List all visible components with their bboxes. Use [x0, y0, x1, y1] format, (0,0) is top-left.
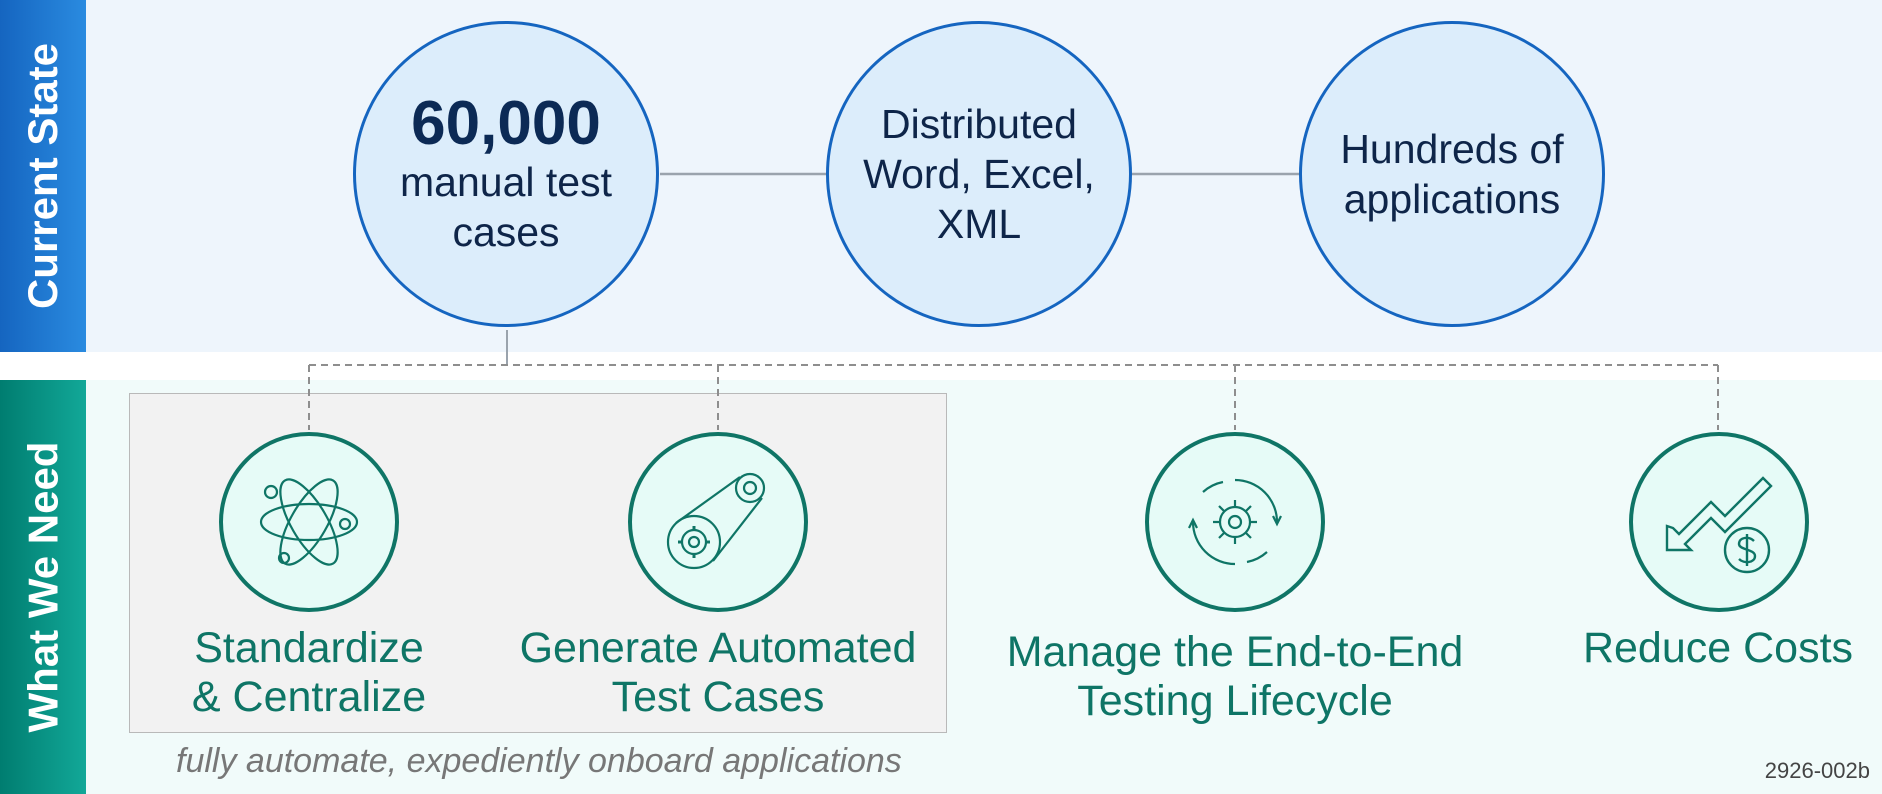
cost-down-icon	[1665, 476, 1773, 574]
need-label-generate: Generate Automated Test Cases	[478, 624, 958, 723]
state-circle-distributed-line-2: Word, Excel,	[863, 150, 1095, 197]
need-circle-generate	[628, 432, 808, 612]
need-label-reduce-line-1: Reduce Costs	[1582, 624, 1854, 672]
need-label-reduce: Reduce Costs	[1548, 624, 1882, 673]
need-circle-manage	[1145, 432, 1325, 612]
need-label-standardize-line-1: Standardize	[194, 624, 424, 672]
need-circle-standardize	[219, 432, 399, 612]
atom-icon	[259, 478, 359, 566]
group-caption: fully automate, expediently onboard appl…	[176, 742, 902, 780]
state-circle-distributed-line-3: XML	[936, 201, 1022, 247]
need-label-manage-line-2: Testing Lifecycle	[1077, 677, 1393, 726]
need-label-generate-line-2: Test Cases	[611, 673, 825, 722]
state-circle-applications-line-2: applications	[1343, 176, 1561, 222]
gear-cycle-icon	[1188, 478, 1282, 566]
need-label-standardize: Standardize & Centralize	[109, 624, 509, 723]
figure-code: 2926-002b	[1764, 758, 1870, 783]
state-circle-applications-line-1: Hundreds of	[1340, 125, 1564, 172]
state-circle-test-cases-line-1: manual test	[400, 158, 612, 205]
current-state-label: Current State	[0, 0, 86, 352]
dashed-branch-lines	[308, 364, 1719, 430]
test-case-count: 60,000	[411, 89, 601, 159]
need-label-generate-line-1: Generate Automated	[519, 624, 917, 672]
state-circle-distributed-line-1: Distributed	[881, 100, 1077, 147]
need-label-manage-line-1: Manage the End-to-End	[1006, 628, 1464, 676]
state-circle-test-cases: 60,000 manual test cases	[353, 21, 659, 327]
need-label-manage: Manage the End-to-End Testing Lifecycle	[985, 628, 1485, 727]
need-circle-reduce	[1629, 432, 1809, 612]
state-circle-applications: Hundreds of applications	[1299, 21, 1605, 327]
gear-belt-icon	[666, 472, 766, 570]
state-circle-test-cases-line-2: cases	[452, 208, 560, 255]
what-we-need-label: What We Need	[0, 380, 86, 794]
state-circle-distributed-docs: Distributed Word, Excel, XML	[826, 21, 1132, 327]
need-label-standardize-line-2: & Centralize	[191, 673, 427, 722]
